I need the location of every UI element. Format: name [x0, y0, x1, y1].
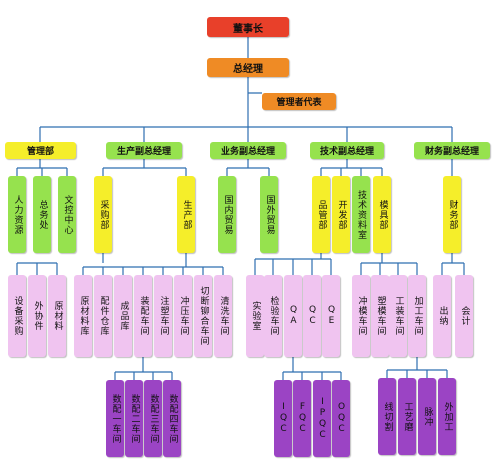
parts-warehouse-box: 配件仓库: [94, 275, 112, 357]
assembly-box: 装配车间: [134, 275, 152, 357]
cashier-box: 出纳: [433, 275, 451, 357]
raw-warehouse-box: 原材料库: [74, 275, 92, 357]
oqc-box: OQC: [332, 380, 350, 457]
tech-vgm-box: 技术副总经理: [310, 142, 384, 159]
tooling-box: 工装车间: [389, 275, 407, 357]
production-vgm-box: 生产副总经理: [106, 142, 182, 159]
cut-rivet-box: 切断铆合车间: [194, 275, 212, 357]
process-box: 工艺磨: [398, 378, 416, 455]
outside-processing-box: 外加工: [438, 378, 456, 455]
plastic-mold-box: 塑模车间: [371, 275, 389, 357]
qa-box: QA: [284, 275, 302, 357]
injection-box: 注塑车间: [154, 275, 172, 357]
production-dept-box: 生产部: [177, 176, 195, 253]
foreign-trade-box: 国外贸易: [260, 176, 278, 253]
outsourcing-box: 外协件: [28, 275, 46, 357]
development-dept-box: 开发部: [332, 176, 350, 253]
general-affairs-box: 总务处: [33, 176, 51, 253]
quality-dept-box: 品管部: [312, 176, 330, 253]
iqc-box: IQC: [274, 380, 292, 457]
stamping-box: 冲压车间: [174, 275, 192, 357]
accounting-box: 会计: [455, 275, 473, 357]
business-vgm-box: 业务副总经理: [210, 142, 286, 159]
qe-box: QE: [322, 275, 340, 357]
inspection-box: 检验车间: [264, 275, 282, 357]
finished-goods-box: 成品库: [114, 275, 132, 357]
cnc-workshop-1-box: 数配一车间: [106, 380, 124, 457]
cnc-workshop-4-box: 数配四车间: [163, 380, 181, 457]
cnc-workshop-3-box: 数配三车间: [144, 380, 162, 457]
mold-dept-box: 模具部: [373, 176, 391, 253]
general-manager-box: 总经理: [207, 58, 289, 77]
chairman-box: 董事长: [207, 17, 289, 37]
management-rep-box: 管理者代表: [262, 93, 336, 110]
equip-purchase-box: 设备采购: [8, 275, 26, 357]
tech-docs-box: 技术资料室: [352, 176, 370, 253]
qc-box: QC: [303, 275, 321, 357]
punch-mold-box: 冲模车间: [352, 275, 370, 357]
wire-cut-box: 线切割: [378, 378, 396, 455]
ipqc-box: IPQC: [313, 380, 331, 457]
doc-control-box: 文控中心: [58, 176, 76, 253]
cleaning-box: 清洗车间: [214, 275, 232, 357]
cnc-workshop-2-box: 数配二车间: [125, 380, 143, 457]
hr-box: 人力资源: [8, 176, 26, 253]
pulse-box: 脉冲: [418, 378, 436, 455]
lab-box: 实验室: [246, 275, 264, 357]
purchasing-box: 采购部: [94, 176, 112, 253]
domestic-trade-box: 国内贸易: [218, 176, 236, 253]
raw-material-box: 原材料: [48, 275, 66, 357]
fqc-box: FQC: [293, 380, 311, 457]
admin-dept-box: 管理部: [5, 142, 76, 159]
finance-dept-box: 财务部: [443, 176, 461, 253]
machining-box: 加工车间: [408, 275, 426, 357]
finance-vgm-box: 财务副总经理: [414, 142, 490, 159]
